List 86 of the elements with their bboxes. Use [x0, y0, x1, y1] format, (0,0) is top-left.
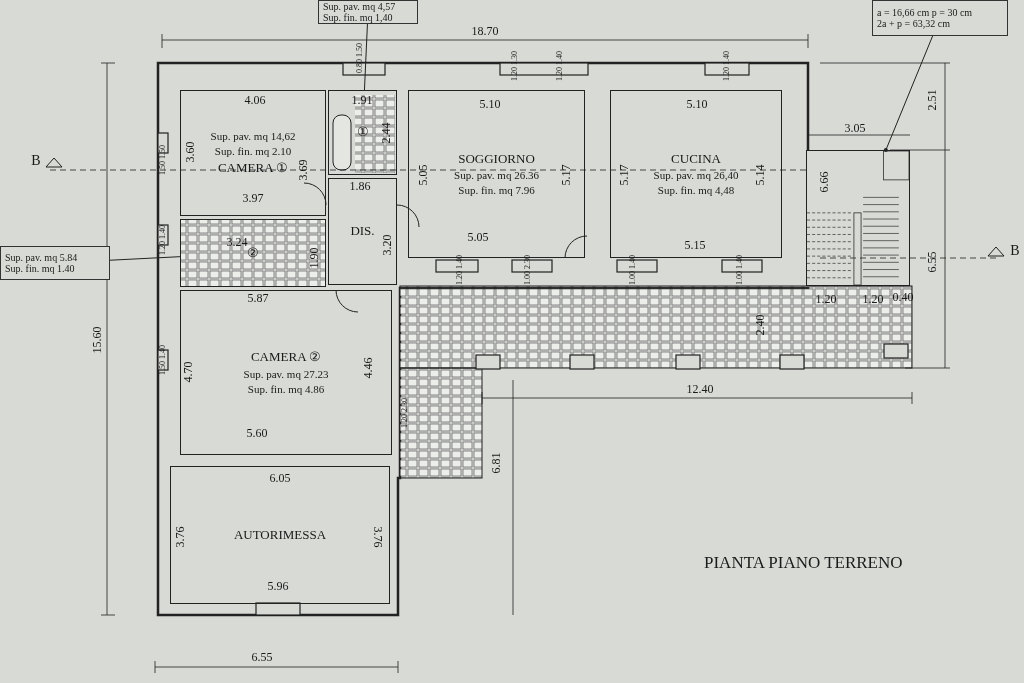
window-dimension: 1.20 1.40 [456, 255, 464, 285]
area-text: Sup. fin. mq 1,40 [323, 12, 394, 23]
callout-box [872, 0, 1008, 36]
leader-line [883, 35, 934, 152]
window-dimension: 0.80 1.50 [356, 43, 364, 73]
window-dimension: 1.00 1.40 [736, 255, 744, 285]
window-dimension: 1.50 1.40 [159, 345, 167, 375]
dimension-label: 6.81 [490, 452, 502, 474]
area-text: Sup. pav. mq 4,57 [323, 1, 397, 12]
dimension-label: 5.96 [267, 580, 289, 592]
callout-box [318, 0, 418, 24]
window-dimension: 1.20 1.40 [723, 51, 731, 81]
room-number: ② [247, 244, 259, 262]
dimension-label: 6.55 [251, 651, 273, 663]
dimension-label: 3.05 [844, 122, 866, 134]
dimension-label: 5.15 [684, 239, 706, 251]
dimension-label: 5.17 [560, 164, 572, 186]
dimension-label: 4.70 [182, 361, 194, 383]
room-outline [180, 219, 326, 287]
area-text: Sup. pav. mq 27.23 [243, 367, 329, 381]
dimension-label: 2.44 [380, 122, 392, 144]
area-text: Sup. fin. mq 4.86 [247, 382, 325, 396]
room-outline [328, 90, 397, 175]
note-text: a = 16,66 cm p = 30 cm [877, 7, 974, 18]
dimension-label: 1.86 [349, 180, 371, 192]
section-label: B [1010, 244, 1020, 258]
area-text: Sup. fin. mq 7.96 [458, 184, 535, 198]
area-text: Sup. pav. mq 14,62 [210, 129, 296, 143]
dimension-label: 3.97 [242, 192, 264, 204]
room-outline [180, 90, 326, 216]
dimension-label: 15.60 [91, 326, 103, 354]
dimension-label: 3.20 [381, 234, 393, 256]
dimension-label: 3.24 [226, 236, 248, 248]
window-dimension: 1.00 2.30 [524, 255, 532, 285]
area-text: Sup. fin. mq 2.10 [214, 144, 292, 158]
dimension-label: 5.05 [417, 164, 429, 186]
room-name: SOGGIORNO [458, 150, 535, 168]
window-dimension: 1.20 2.30 [401, 398, 409, 428]
dimension-label: 3.76 [372, 526, 384, 548]
room-name: DIS. [350, 223, 375, 240]
room-name: CAMERA ② [250, 349, 322, 366]
window-dimension: 1.50 1.50 [159, 145, 167, 175]
dimension-label: 3.69 [297, 159, 309, 181]
room-name: AUTORIMESSA [233, 526, 327, 544]
area-text: Sup. pav. mq 5.84 [5, 252, 79, 263]
area-text: Sup. pav. mq 26,40 [653, 169, 739, 183]
room-outline [328, 178, 397, 285]
dimension-label: 5.14 [754, 164, 766, 186]
dimension-label: 5.10 [686, 98, 708, 110]
section-label: B [31, 154, 41, 168]
dimension-label: 5.05 [467, 231, 489, 243]
staircase-drawing [806, 150, 910, 286]
note-text: 2a + p = 63,32 cm [877, 18, 951, 29]
dimension-label: 2.40 [754, 314, 766, 336]
dimension-label: 1.91 [351, 94, 373, 106]
window-dimension: 1.00 1.40 [629, 255, 637, 285]
window-dimension: 1.20 1.40 [159, 225, 167, 255]
dimension-label: 18.70 [471, 25, 499, 37]
room-outline [170, 466, 390, 604]
dimension-label: 5.60 [246, 427, 268, 439]
window-dimension: 1.20 1.30 [511, 51, 519, 81]
area-text: Sup. pav. mq 26.36 [454, 169, 539, 183]
dimension-label: 5.87 [247, 292, 269, 304]
area-text: Sup. fin. mq 1.40 [5, 263, 76, 274]
dimension-label: 3.60 [184, 141, 196, 163]
dimension-label: 6.66 [818, 171, 830, 193]
dimension-label: 5.10 [479, 98, 501, 110]
dimension-label: 3.76 [174, 526, 186, 548]
area-text: Sup. fin. mq 4,48 [657, 184, 735, 198]
leader-line [109, 256, 181, 261]
callout-box [0, 246, 110, 280]
room-number: ① [356, 124, 369, 141]
dimension-label: 2.51 [926, 89, 938, 111]
plan-title: PIANTA PIANO TERRENO [704, 552, 903, 574]
room-name: CUCINA [671, 150, 721, 168]
dimension-label: 6.05 [269, 472, 291, 484]
room-outline [180, 290, 392, 455]
dimension-label: 1.90 [308, 247, 320, 269]
dimension-label: 4.06 [244, 94, 266, 106]
dimension-label: 4.46 [362, 357, 374, 379]
dimension-label: 12.40 [686, 383, 714, 395]
leader-line [363, 23, 368, 91]
dimension-label: 5.17 [618, 164, 630, 186]
room-name: CAMERA ① [217, 159, 289, 177]
dimension-label: 6.55 [926, 251, 938, 273]
window-dimension: 1.20 1.40 [556, 51, 564, 81]
